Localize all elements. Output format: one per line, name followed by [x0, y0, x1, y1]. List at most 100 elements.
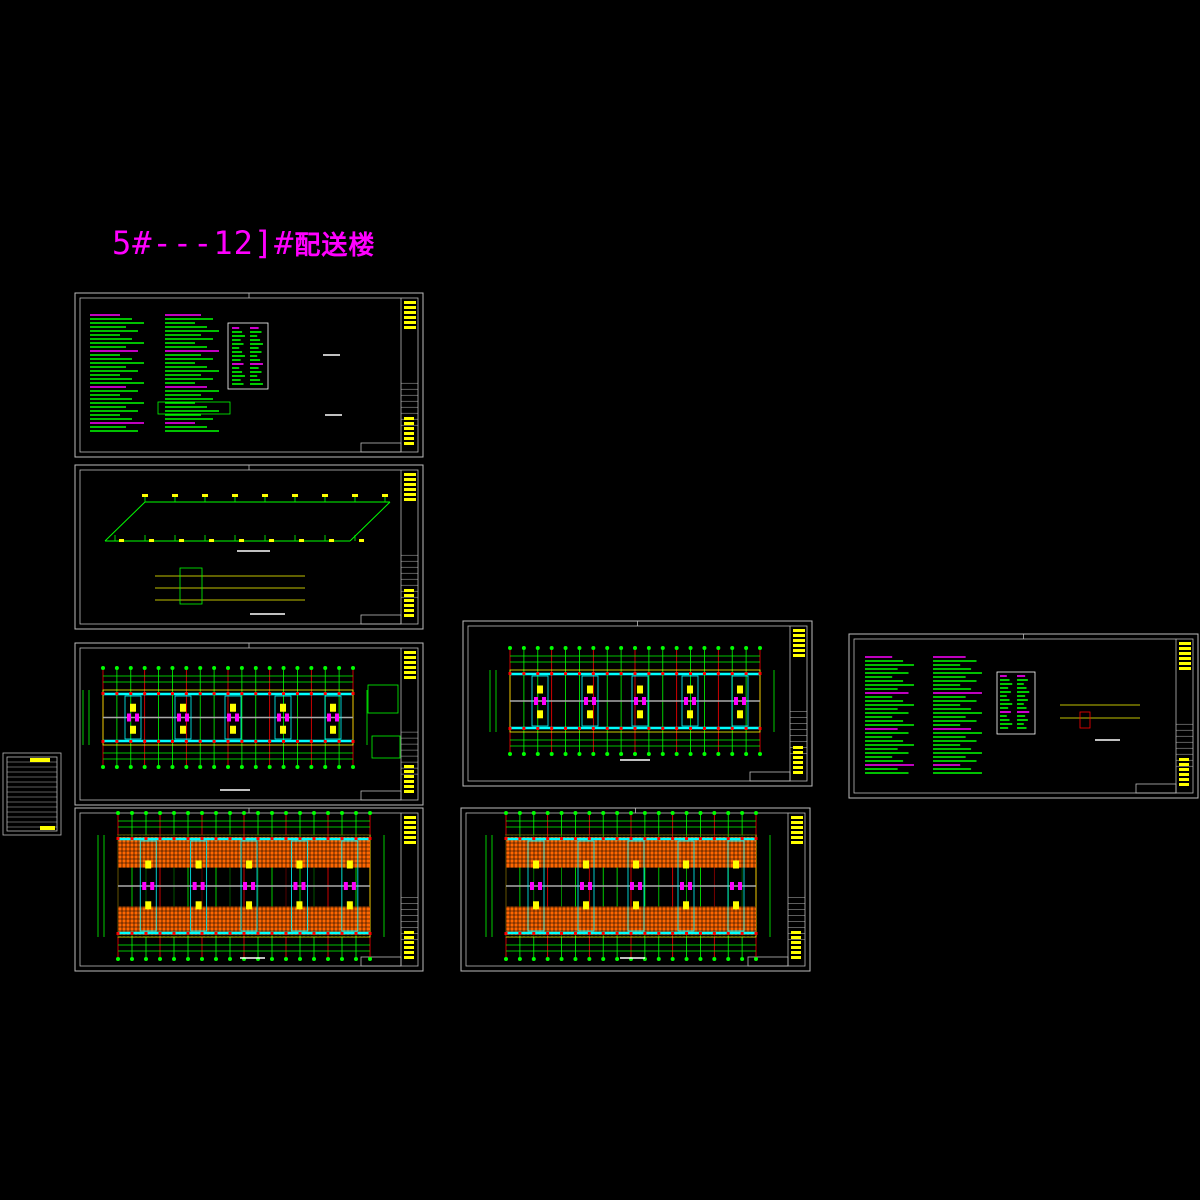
rect	[270, 837, 274, 840]
rect	[135, 713, 139, 722]
axis-bubble	[354, 957, 358, 961]
rect	[404, 656, 416, 659]
rect	[619, 727, 623, 730]
rect	[270, 932, 274, 935]
rect	[144, 837, 148, 840]
axis-bubble	[298, 957, 302, 961]
axis-bubble	[684, 957, 689, 961]
axis-bubble	[144, 811, 148, 815]
axis-bubble	[337, 666, 342, 670]
axis-bubble	[144, 957, 148, 961]
rect	[740, 932, 744, 935]
rect	[687, 685, 693, 694]
rect	[341, 840, 359, 932]
rect	[1179, 657, 1191, 660]
axis-bubble	[619, 646, 624, 650]
rect	[1179, 647, 1191, 650]
rect	[730, 672, 734, 675]
rect	[309, 740, 313, 743]
sheet-system-diagram	[74, 464, 424, 630]
rect	[172, 837, 176, 840]
rect	[268, 740, 272, 743]
rect	[139, 840, 157, 932]
rect	[793, 644, 805, 647]
axis-bubble	[158, 811, 162, 815]
axis-bubble	[354, 811, 358, 815]
rect	[246, 901, 253, 910]
axis-bubble	[559, 811, 564, 815]
rect	[158, 932, 162, 935]
rect	[733, 860, 739, 869]
rect	[116, 932, 120, 935]
axis-bubble	[605, 752, 610, 756]
rect	[254, 692, 258, 695]
axis-bubble	[615, 811, 620, 815]
rect	[698, 837, 702, 840]
rect	[269, 539, 274, 542]
axis-bubble	[726, 811, 731, 815]
axis-bubble	[531, 957, 536, 961]
rect	[1179, 773, 1189, 776]
rect	[747, 956, 789, 967]
title-name: 配送楼	[294, 231, 376, 261]
axis-bubble	[309, 666, 314, 670]
rect	[633, 727, 637, 730]
axis-bubble	[545, 957, 550, 961]
rect	[127, 713, 131, 722]
rect	[1179, 662, 1191, 665]
rect	[404, 790, 414, 793]
axis-bubble	[587, 811, 592, 815]
rect	[254, 740, 258, 743]
rect	[214, 932, 218, 935]
rect	[546, 932, 550, 935]
rect	[508, 727, 512, 730]
rect	[536, 672, 540, 675]
rect	[587, 710, 593, 719]
rect	[504, 932, 508, 935]
rect	[671, 837, 675, 840]
rect	[282, 692, 286, 695]
rect	[1179, 783, 1189, 786]
axis-bubble	[674, 646, 679, 650]
axis-bubble	[740, 957, 745, 961]
rect	[793, 634, 805, 637]
axis-bubble	[615, 957, 620, 961]
rect	[382, 494, 388, 497]
rect	[351, 740, 355, 743]
rect	[630, 882, 634, 890]
axis-bubble	[256, 811, 260, 815]
rect	[74, 642, 424, 806]
rect	[685, 837, 689, 840]
rect	[791, 951, 801, 954]
rect	[404, 941, 414, 944]
rect	[508, 672, 512, 675]
rect	[605, 672, 609, 675]
sheet-design-notes-2	[848, 633, 1199, 799]
rect	[184, 692, 188, 695]
rect	[533, 860, 539, 869]
axis-bubble	[239, 666, 244, 670]
rect	[312, 837, 316, 840]
rect	[532, 932, 536, 935]
rect	[522, 672, 526, 675]
axis-bubble	[716, 752, 721, 756]
rect	[633, 672, 637, 675]
rect	[671, 932, 675, 935]
rect	[242, 837, 246, 840]
rect	[633, 901, 639, 910]
axis-bubble	[142, 666, 147, 670]
rect	[144, 932, 148, 935]
rect	[337, 740, 341, 743]
axis-bubble	[545, 811, 550, 815]
rect	[240, 692, 244, 695]
rect	[733, 901, 739, 910]
rect	[335, 713, 339, 722]
axis-bubble	[101, 765, 105, 769]
rect	[647, 727, 651, 730]
rect	[143, 692, 147, 695]
rect	[202, 494, 208, 497]
rect	[560, 932, 564, 935]
rect	[235, 713, 239, 722]
rect	[309, 692, 313, 695]
